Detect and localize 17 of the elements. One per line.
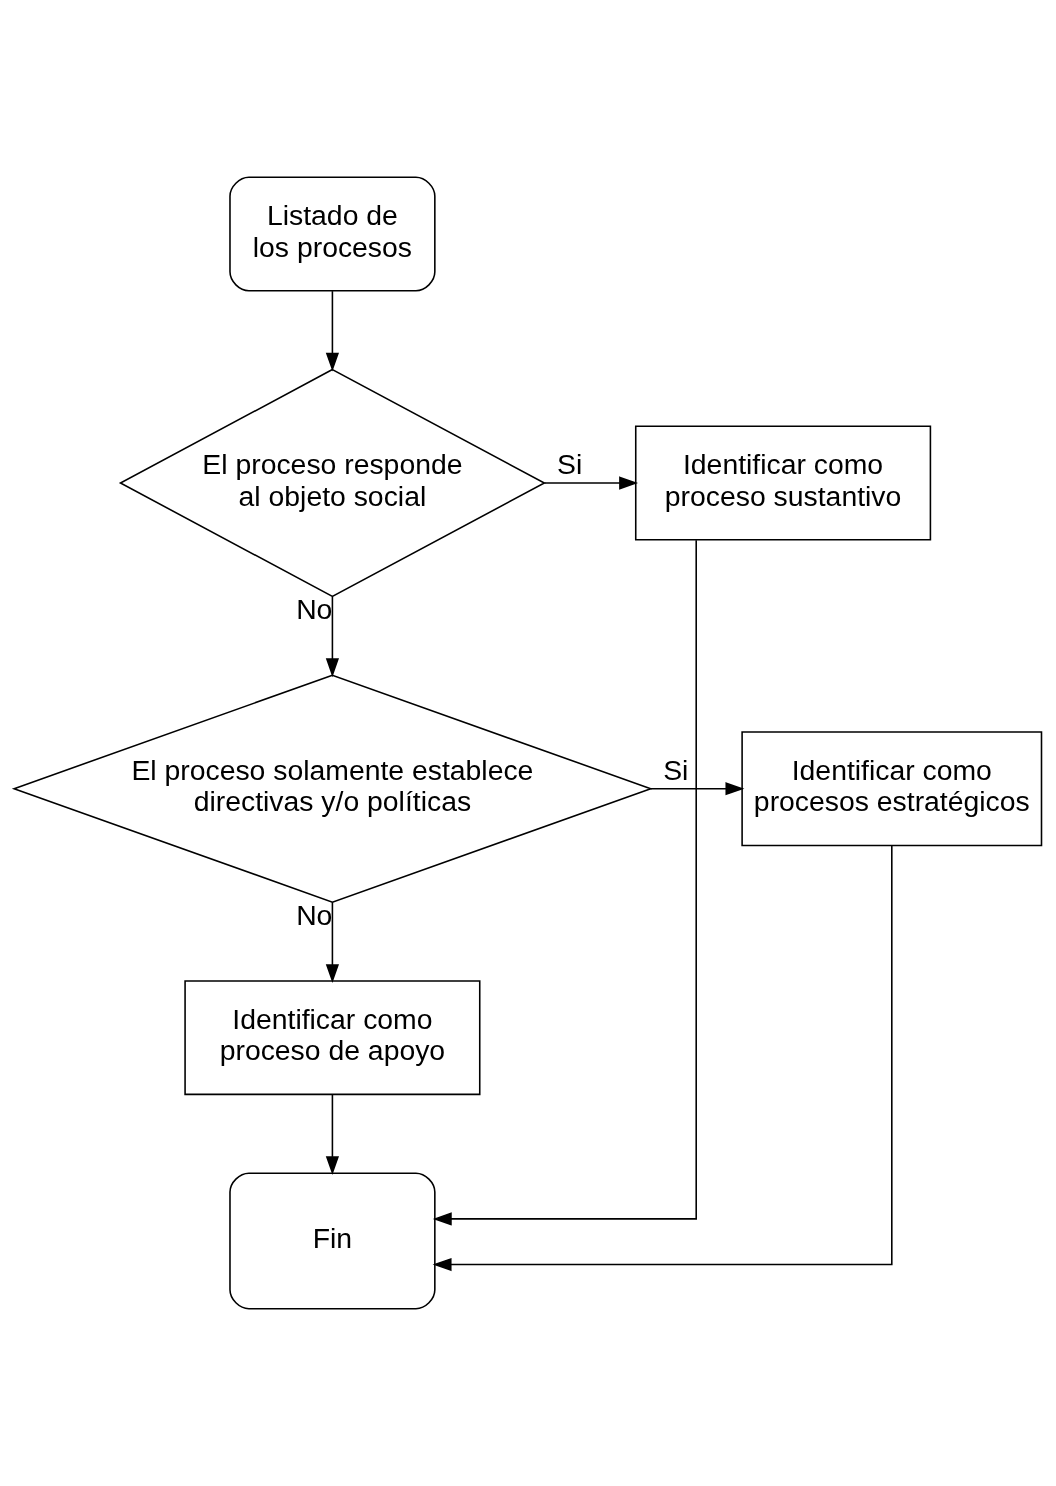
node-diamond: El proceso solamente establece directivas y/o políticas — [11, 674, 654, 903]
arrow — [325, 1094, 340, 1176]
edge-label: Si — [663, 753, 689, 786]
arrow — [432, 844, 893, 1272]
arrow — [543, 476, 639, 490]
node-diamond: El proceso responde al objeto social — [118, 368, 547, 598]
node-box: Identificar como proceso de apoyo — [184, 980, 481, 1096]
node-box: Identificar como procesos estratégicos — [741, 731, 1043, 847]
arrow — [325, 596, 340, 678]
node-box: Listado de los procesos — [229, 176, 436, 292]
arrow — [325, 290, 340, 372]
edge-label: Si — [557, 448, 583, 481]
node-box: Fin — [229, 1172, 436, 1310]
arrow — [649, 782, 745, 796]
arrow — [325, 901, 340, 984]
node-box: Identificar como proceso sustantivo — [634, 425, 932, 541]
arrow — [432, 539, 697, 1226]
